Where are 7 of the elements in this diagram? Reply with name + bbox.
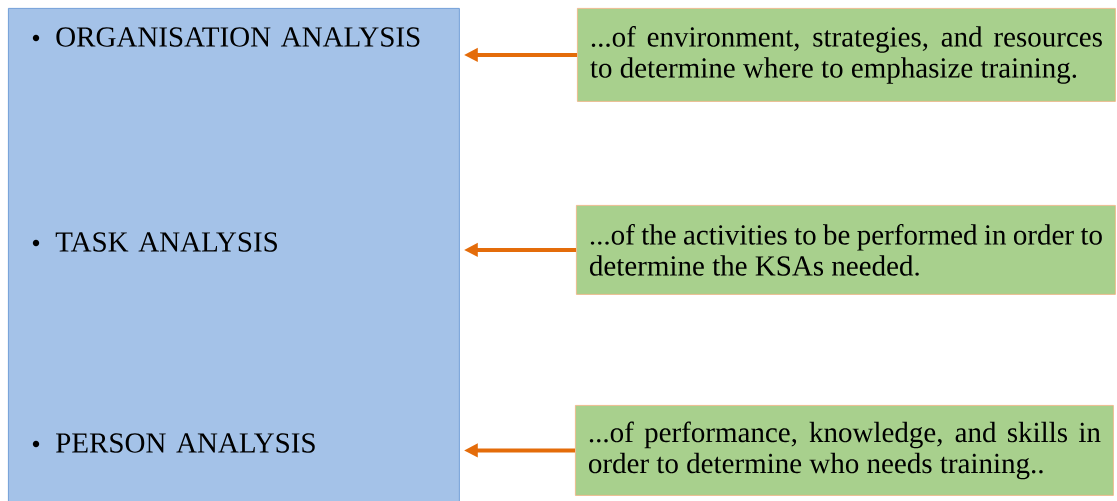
list-item: PERSON ANALYSIS [56,433,315,453]
list-item: ORGANISATION ANALYSIS [56,27,420,47]
note-box: ...of the activities to be performed in order to determine the KSAs needed. [576,205,1116,295]
note-box: ...of environment, strategies, and resources to determine where to emphasize training. [577,8,1116,102]
panel [8,8,460,501]
note-box: ...of performance, knowledge, and skills in order to determine who needs training.. [575,405,1114,496]
list-item: TASK ANALYSIS [55,232,277,252]
